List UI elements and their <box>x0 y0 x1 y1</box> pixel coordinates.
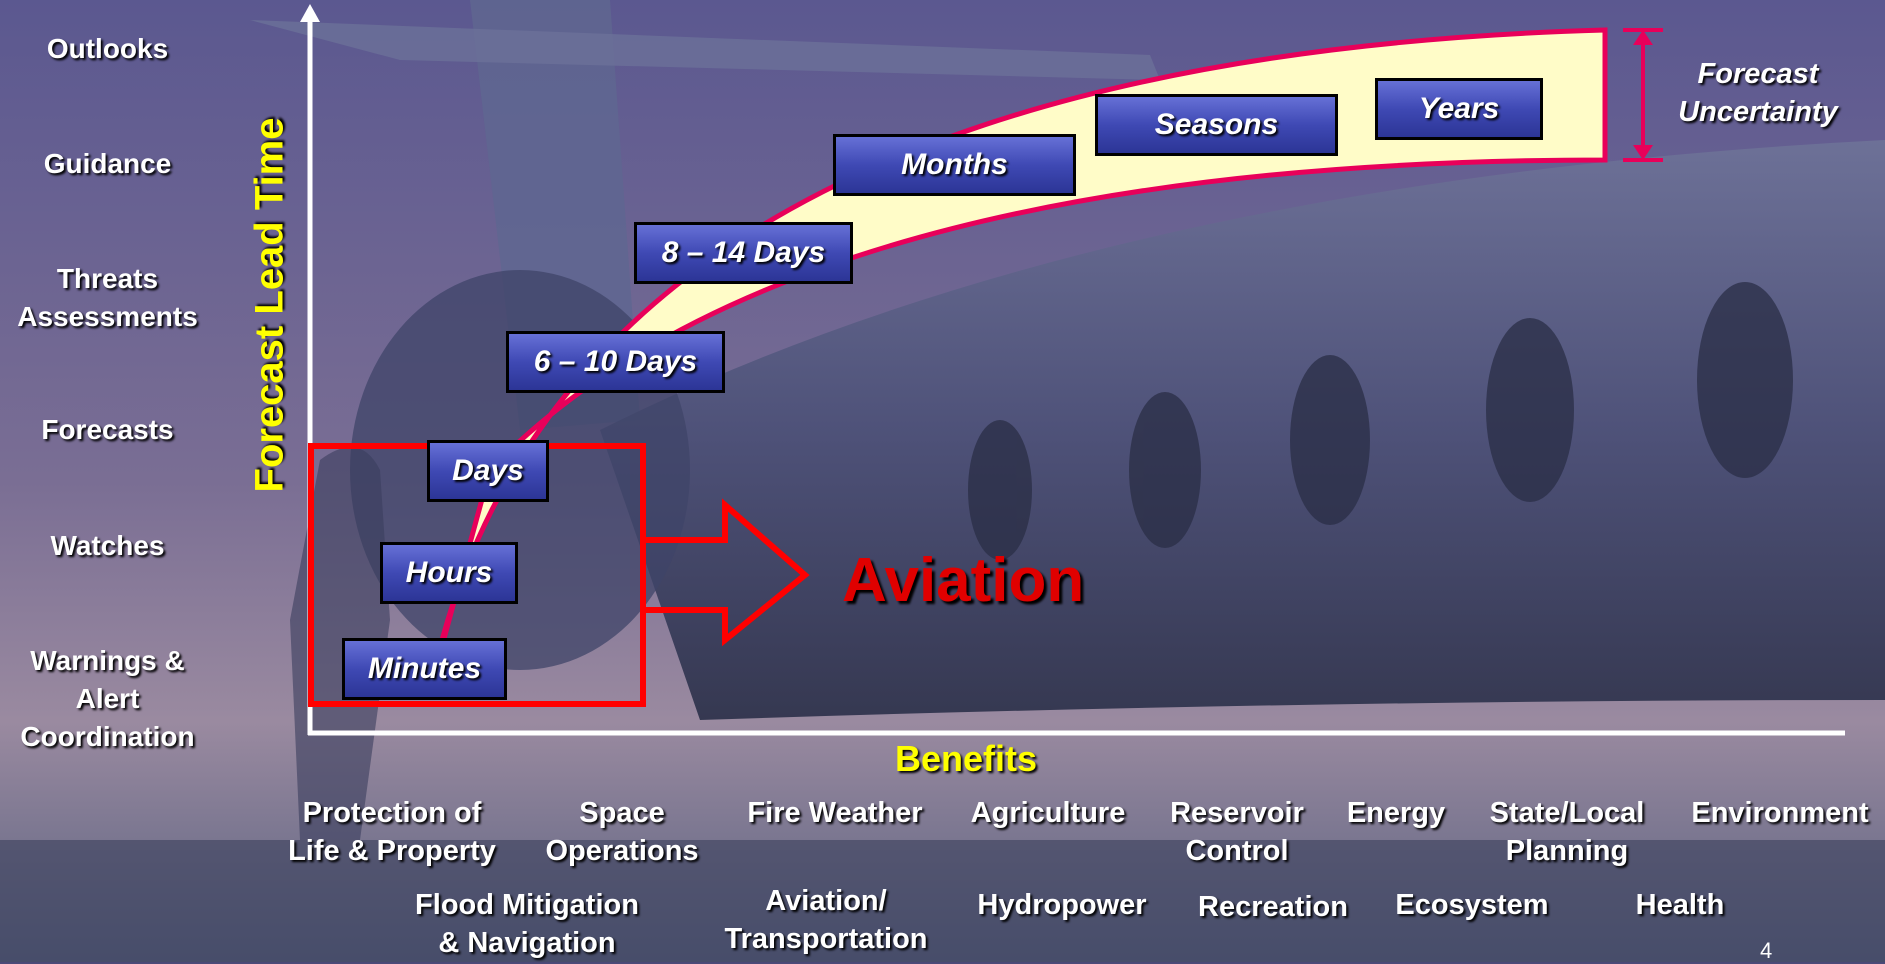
y-axis-title-part1: Forecast <box>247 325 292 493</box>
benefit-fire-weather: Fire Weather <box>747 797 923 829</box>
product-outlooks: Outlooks <box>46 33 169 64</box>
x-axis-title: Benefits <box>895 738 1038 779</box>
benefit-reservoir-control: Reservoir Control <box>1170 797 1304 867</box>
y-axis-arrowhead <box>300 4 320 22</box>
y-axis-title-part2: Lead Time <box>247 117 292 315</box>
benefit-ecosystem: Ecosystem <box>1395 889 1549 921</box>
product-forecasts: Forecasts <box>41 414 174 445</box>
aviation-arrow <box>643 498 810 647</box>
benefit-recreation: Recreation <box>1198 891 1348 923</box>
time-scale-hours: Hours <box>380 542 518 604</box>
time-scale-6-10-days: 6 – 10 Days <box>506 331 725 393</box>
product-guidance: Guidance <box>43 148 172 179</box>
benefit-energy: Energy <box>1346 797 1446 829</box>
benefit-state-local-planning: State/Local Planning <box>1489 797 1645 867</box>
benefit-health: Health <box>1635 889 1725 921</box>
uncertainty-arrowhead-bottom <box>1633 145 1653 160</box>
benefit-hydropower: Hydropower <box>977 889 1147 921</box>
benefit-space-operations: Space Operations <box>545 797 699 867</box>
uncertainty-arrowhead-top <box>1633 30 1653 45</box>
forecast-uncertainty-label: Forecast Uncertainty <box>1678 58 1838 128</box>
benefit-protection-life-property: Protection of Life & Property <box>288 797 496 867</box>
benefit-aviation-transportation: Aviation/ Transportation <box>724 885 928 955</box>
page-number: 4 <box>1760 938 1773 963</box>
time-scale-months: Months <box>833 134 1076 196</box>
time-scale-seasons: Seasons <box>1095 94 1338 156</box>
benefit-agriculture: Agriculture <box>970 797 1126 829</box>
benefit-environment: Environment <box>1691 797 1869 829</box>
y-axis-title: Forecast Lead Time <box>248 118 293 493</box>
product-watches: Watches <box>50 530 165 561</box>
time-scale-days: Days <box>427 440 549 502</box>
time-scale-minutes: Minutes <box>342 638 507 700</box>
time-scale-8-14-days: 8 – 14 Days <box>634 222 853 284</box>
product-threats-assessments: Threats Assessments <box>17 263 198 332</box>
aviation-label: Aviation <box>842 546 1085 615</box>
product-warnings-alert-coordination: Warnings & Alert Coordination <box>20 645 195 752</box>
benefit-flood-mitigation-navigation: Flood Mitigation & Navigation <box>415 889 639 959</box>
time-scale-years: Years <box>1375 78 1543 140</box>
